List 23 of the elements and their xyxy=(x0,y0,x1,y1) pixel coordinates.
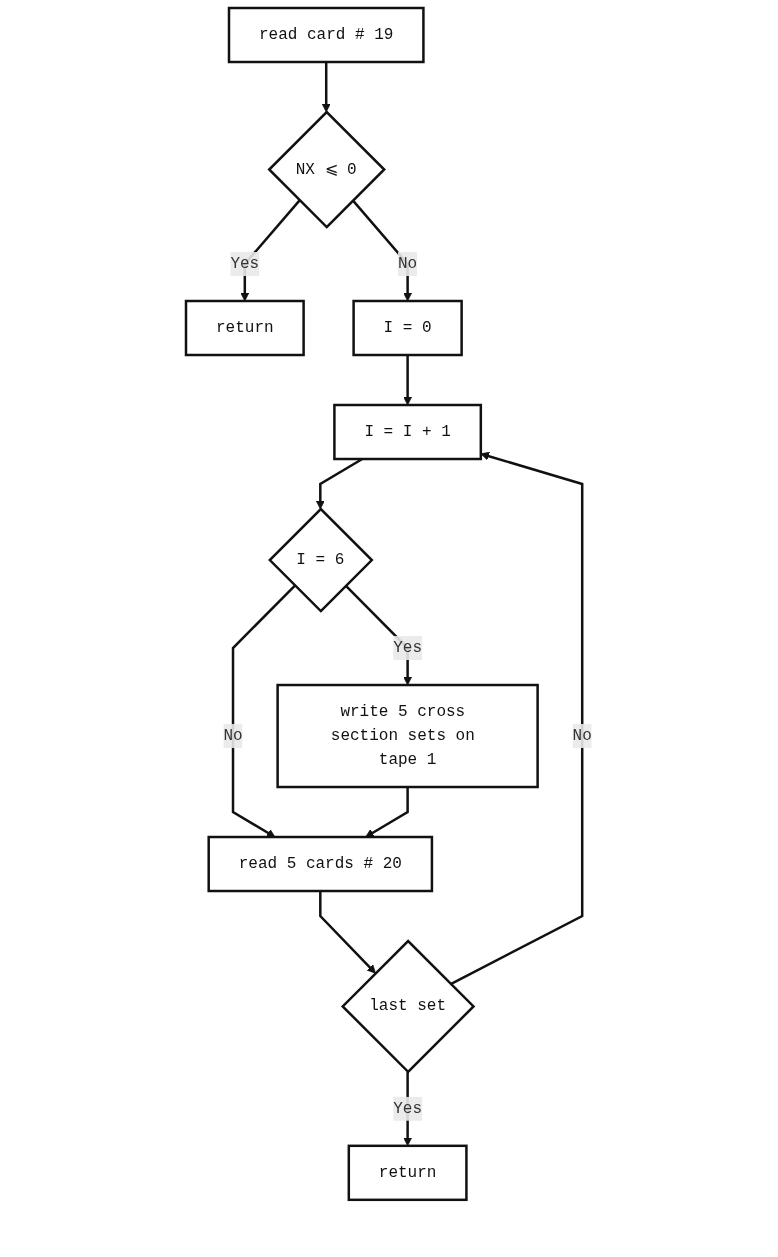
node-box: return xyxy=(347,1144,468,1202)
arrow xyxy=(403,355,413,406)
edge-label: Yes xyxy=(393,639,423,658)
arrow xyxy=(319,891,376,974)
arrow xyxy=(450,451,584,986)
node-box: write 5 cross section sets on tape 1 xyxy=(276,683,539,789)
node-box: I = I + 1 xyxy=(333,403,483,461)
edge-label: No xyxy=(572,727,592,746)
node-diamond: I = 6 xyxy=(268,507,374,613)
node-box: I = 0 xyxy=(352,299,463,357)
node-diamond: last set xyxy=(341,939,476,1074)
arrow xyxy=(321,62,331,113)
node-box: read card # 19 xyxy=(227,6,425,64)
edge-label: Yes xyxy=(393,1099,423,1118)
node-box: return xyxy=(184,299,305,357)
edge-label: No xyxy=(398,255,418,274)
edge-label: Yes xyxy=(230,255,260,274)
arrow xyxy=(351,199,413,302)
node-box: read 5 cards # 20 xyxy=(207,835,434,893)
arrow xyxy=(231,584,296,838)
arrow xyxy=(365,787,409,838)
node-diamond: NX ⩽ 0 xyxy=(267,110,387,229)
edge-label: No xyxy=(223,727,243,746)
